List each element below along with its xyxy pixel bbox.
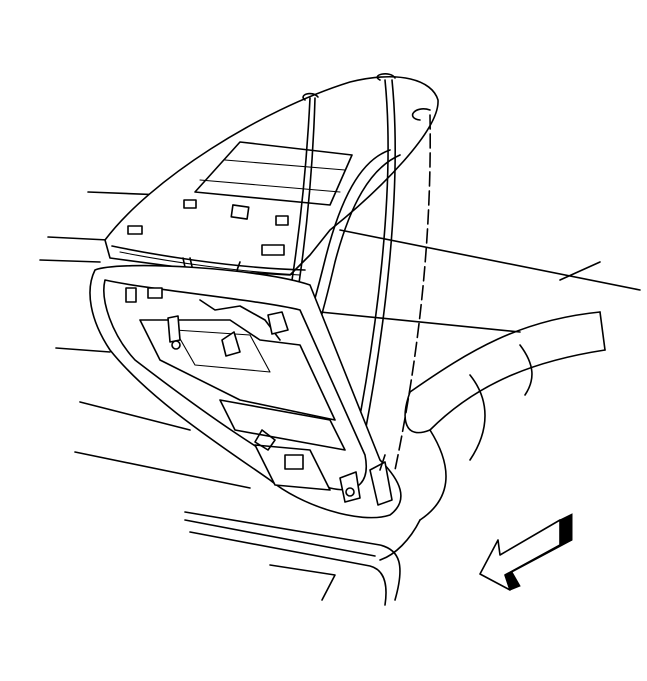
roof-trim — [404, 311, 606, 521]
console-base — [89, 264, 402, 519]
front-header — [184, 511, 421, 606]
console-lid — [104, 76, 439, 276]
direction-arrow-icon — [479, 513, 573, 591]
headliner-lines — [39, 191, 641, 489]
console-electronics — [254, 429, 393, 506]
